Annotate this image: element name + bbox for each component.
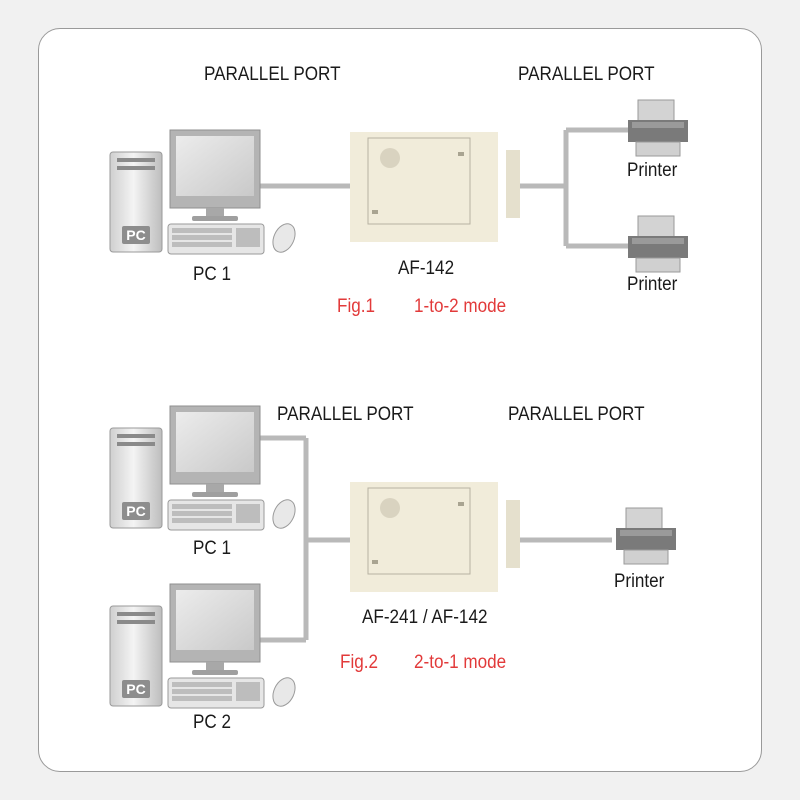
- fig2-port-label-left: PARALLEL PORT: [277, 404, 414, 425]
- fig1-port-label-right: PARALLEL PORT: [518, 64, 655, 85]
- fig1-pc-label: PC 1: [193, 264, 232, 285]
- fig2-printer-label: Printer: [614, 571, 665, 592]
- fig1-printer-1-label: Printer: [627, 160, 678, 181]
- fig1-cables: [256, 127, 634, 249]
- fig2-pc2-computer: [109, 583, 300, 711]
- fig1-port-label-left: PARALLEL PORT: [204, 64, 341, 85]
- fig1-caption-mode: 1-to-2 mode: [414, 296, 507, 317]
- fig2-pc1-label: PC 1: [193, 538, 232, 559]
- fig2-pc2-label: PC 2: [193, 712, 232, 733]
- fig2-caption-number: Fig.2: [340, 652, 379, 673]
- fig1-switch-box: [349, 131, 521, 243]
- fig2-pc1-computer: [109, 405, 300, 533]
- fig2-device-label: AF-241 / AF-142: [362, 607, 488, 628]
- fig2-caption-mode: 2-to-1 mode: [414, 652, 507, 673]
- fig2-cables: [256, 435, 612, 643]
- fig1-printer-1-icon: [627, 99, 689, 157]
- fig2-printer-icon: [615, 507, 677, 565]
- fig2-port-label-right: PARALLEL PORT: [508, 404, 645, 425]
- fig1-caption-number: Fig.1: [337, 296, 376, 317]
- fig1-printer-2-icon: [627, 215, 689, 273]
- fig1-device-label: AF-142: [398, 258, 455, 279]
- fig2-switch-box: [349, 481, 521, 593]
- fig1-pc1-computer: [109, 129, 300, 257]
- fig1-printer-2-label: Printer: [627, 274, 678, 295]
